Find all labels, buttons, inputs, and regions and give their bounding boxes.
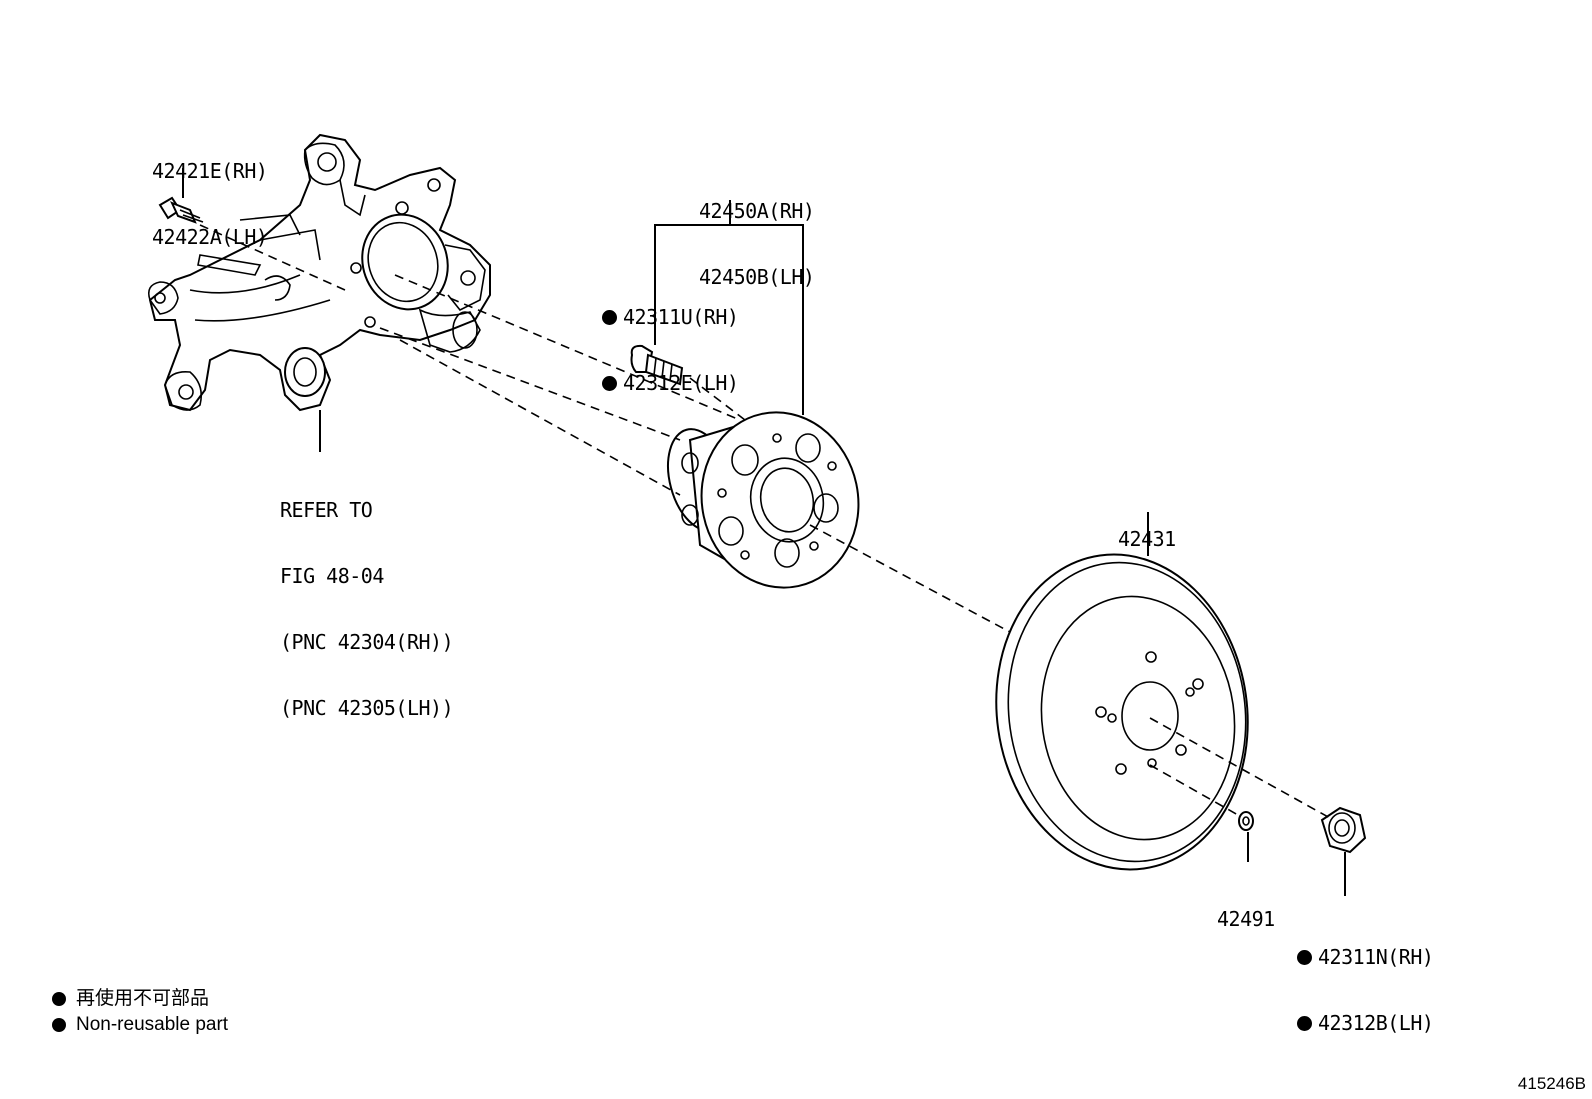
non-reusable-dot-icon: [1297, 1016, 1312, 1031]
disc-rotor: [995, 553, 1249, 871]
legend-text-jp: 再使用不可部品: [76, 988, 210, 1009]
legend-item: Non-reusable part: [52, 1012, 228, 1038]
hub-bearing: [667, 411, 860, 589]
label-line: 42431: [1118, 527, 1176, 551]
label-line: 42491: [1217, 907, 1275, 931]
label-line: FIG 48-04: [280, 564, 384, 588]
label-line: 42311U(RH): [623, 305, 739, 329]
label-line: REFER TO: [280, 498, 373, 522]
hub-stud: [630, 344, 684, 386]
label-line: (PNC 42304(RH)): [280, 630, 454, 654]
label-line: 42311N(RH): [1318, 945, 1434, 969]
figure-number: 415246B: [1517, 1074, 1586, 1093]
label-hub-stud: 42311U(RH) 42312E(LH): [602, 262, 739, 416]
legend-item: 再使用不可部品: [52, 986, 228, 1012]
legend-text-en: Non-reusable part: [76, 1014, 229, 1035]
label-hole-plug: 42491: [1217, 864, 1275, 952]
label-line: 42450A(RH): [699, 199, 815, 223]
label-knuckle-reference: REFER TO FIG 48-04 (PNC 42304(RH)) (PNC …: [280, 455, 454, 741]
label-hub-nut: 42311N(RH) 42312B(LH): [1297, 902, 1434, 1056]
non-reusable-dot-icon: [1297, 950, 1312, 965]
label-hub-bearing: 42450A(RH) 42450B(LH): [699, 156, 815, 310]
knuckle-assembly: [147, 133, 491, 412]
label-line: 42422A(LH): [152, 225, 268, 249]
label-line: 42421E(RH): [152, 159, 268, 183]
non-reusable-dot-icon: [52, 992, 66, 1006]
label-line: 42450B(LH): [699, 265, 815, 289]
label-line: 42312E(LH): [623, 371, 739, 395]
hub-nut: [1320, 806, 1367, 854]
knuckle-bolt: [158, 196, 204, 224]
non-reusable-dot-icon: [602, 310, 617, 325]
label-line: (PNC 42305(LH)): [280, 696, 454, 720]
non-reusable-dot-icon: [602, 376, 617, 391]
label-disc-rotor: 42431: [1118, 484, 1176, 572]
non-reusable-dot-icon: [52, 1018, 66, 1032]
label-knuckle-bolt: 42421E(RH) 42422A(LH): [152, 116, 268, 270]
legend: 再使用不可部品 Non-reusable part: [52, 986, 228, 1038]
label-line: 42312B(LH): [1318, 1011, 1434, 1035]
hole-plug: [1238, 811, 1254, 831]
